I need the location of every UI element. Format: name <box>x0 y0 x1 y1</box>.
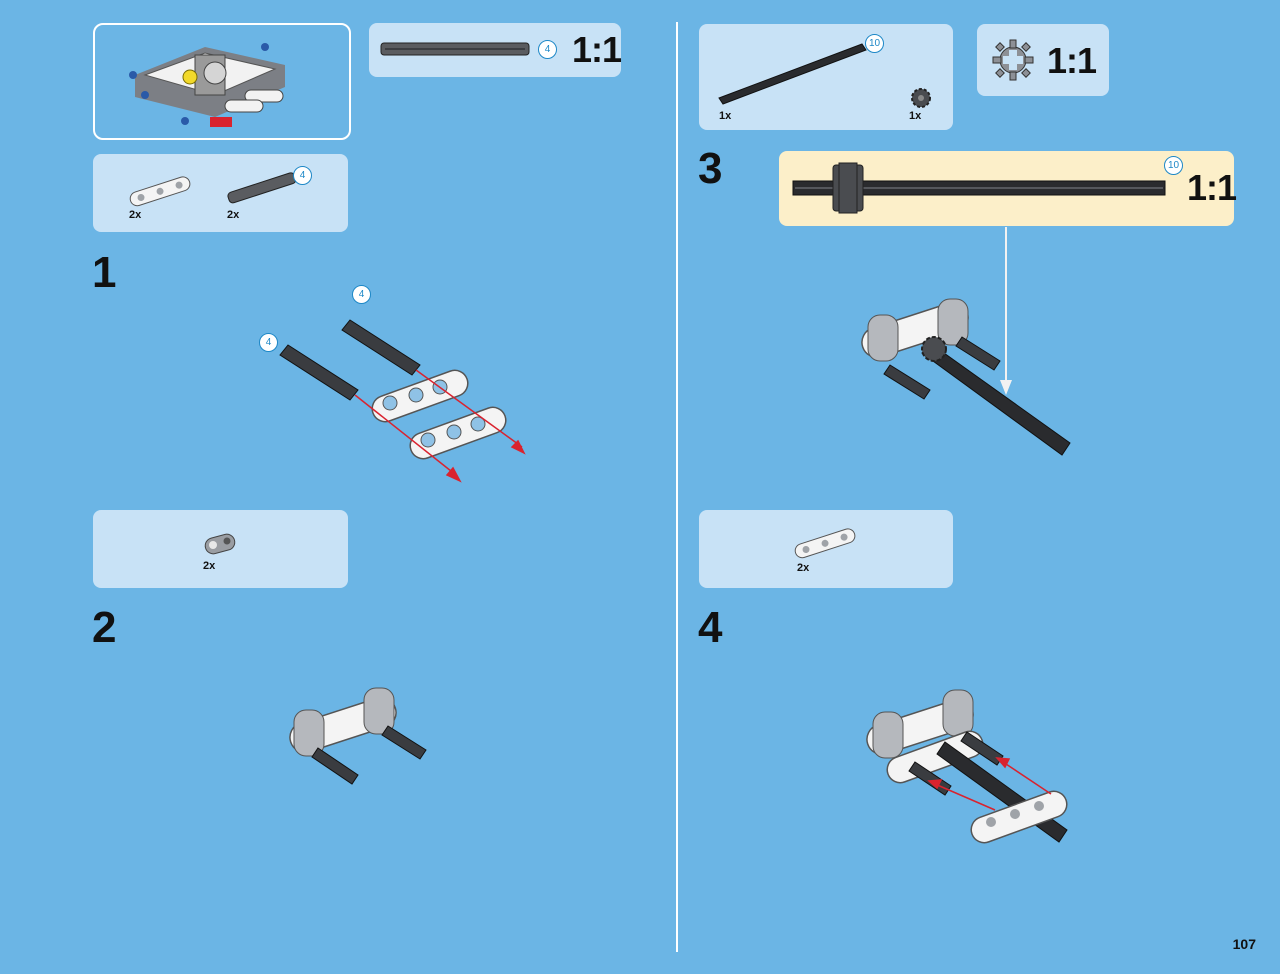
scale-ratio-label: 1:1 <box>572 29 622 70</box>
gear-8-tooth-icon <box>911 88 931 108</box>
scale-box-axle-4: 4 1:1 <box>369 23 622 77</box>
step-4-illustration <box>866 689 1068 844</box>
parts-list-step-2: 2x <box>93 510 348 588</box>
length-indicator: 10 <box>1164 156 1183 175</box>
assembly-preview-box <box>93 23 351 140</box>
step-number-3: 3 <box>698 144 723 193</box>
parts-list-step-4: 2x <box>699 510 953 588</box>
part-qty-axle-10: 1x <box>719 110 732 122</box>
length-indicator: 10 <box>865 34 884 53</box>
scale-ratio-label: 1:1 <box>1047 40 1097 81</box>
axle-pin-connector-grey-icon <box>204 533 236 555</box>
page-number: 107 <box>1232 936 1256 952</box>
part-qty-connector: 2x <box>203 560 216 572</box>
beam-3-white-icon <box>129 176 191 207</box>
scale-box-gear: 1:1 <box>977 24 1109 96</box>
parts-list-step-1: 2x 4 2x <box>93 154 348 232</box>
part-qty-beam: 2x <box>797 562 810 574</box>
length-indicator: 4 <box>293 166 312 185</box>
step-2-illustration <box>289 687 427 785</box>
length-indicator: 4 <box>352 285 371 304</box>
part-qty-axle: 2x <box>227 209 240 221</box>
part-qty-gear: 1x <box>909 110 922 122</box>
scale-box-axle-10: 10 1:1 <box>779 151 1237 226</box>
length-indicator: 4 <box>259 333 278 352</box>
assembly-preview-icon <box>129 43 285 127</box>
scale-ratio-label: 1:1 <box>1187 167 1237 208</box>
step-1-illustration <box>279 319 526 483</box>
axle-10-with-gear-icon <box>792 162 1166 214</box>
parts-list-step-3: 10 1x 1x <box>699 24 953 130</box>
step-number-2: 2 <box>92 603 117 652</box>
page-divider <box>676 22 678 952</box>
step-number-4: 4 <box>698 603 723 652</box>
step-3-illustration <box>861 227 1071 456</box>
axle-10-black-icon <box>718 43 867 105</box>
step-number-1: 1 <box>92 248 117 297</box>
length-indicator: 4 <box>538 40 557 59</box>
part-qty-beam: 2x <box>129 209 142 221</box>
gear-8-tooth-icon <box>992 39 1034 81</box>
beam-3-white-icon <box>794 528 856 559</box>
axle-4-dark-grey-icon <box>380 42 530 56</box>
axle-4-dark-grey-icon <box>227 172 297 204</box>
